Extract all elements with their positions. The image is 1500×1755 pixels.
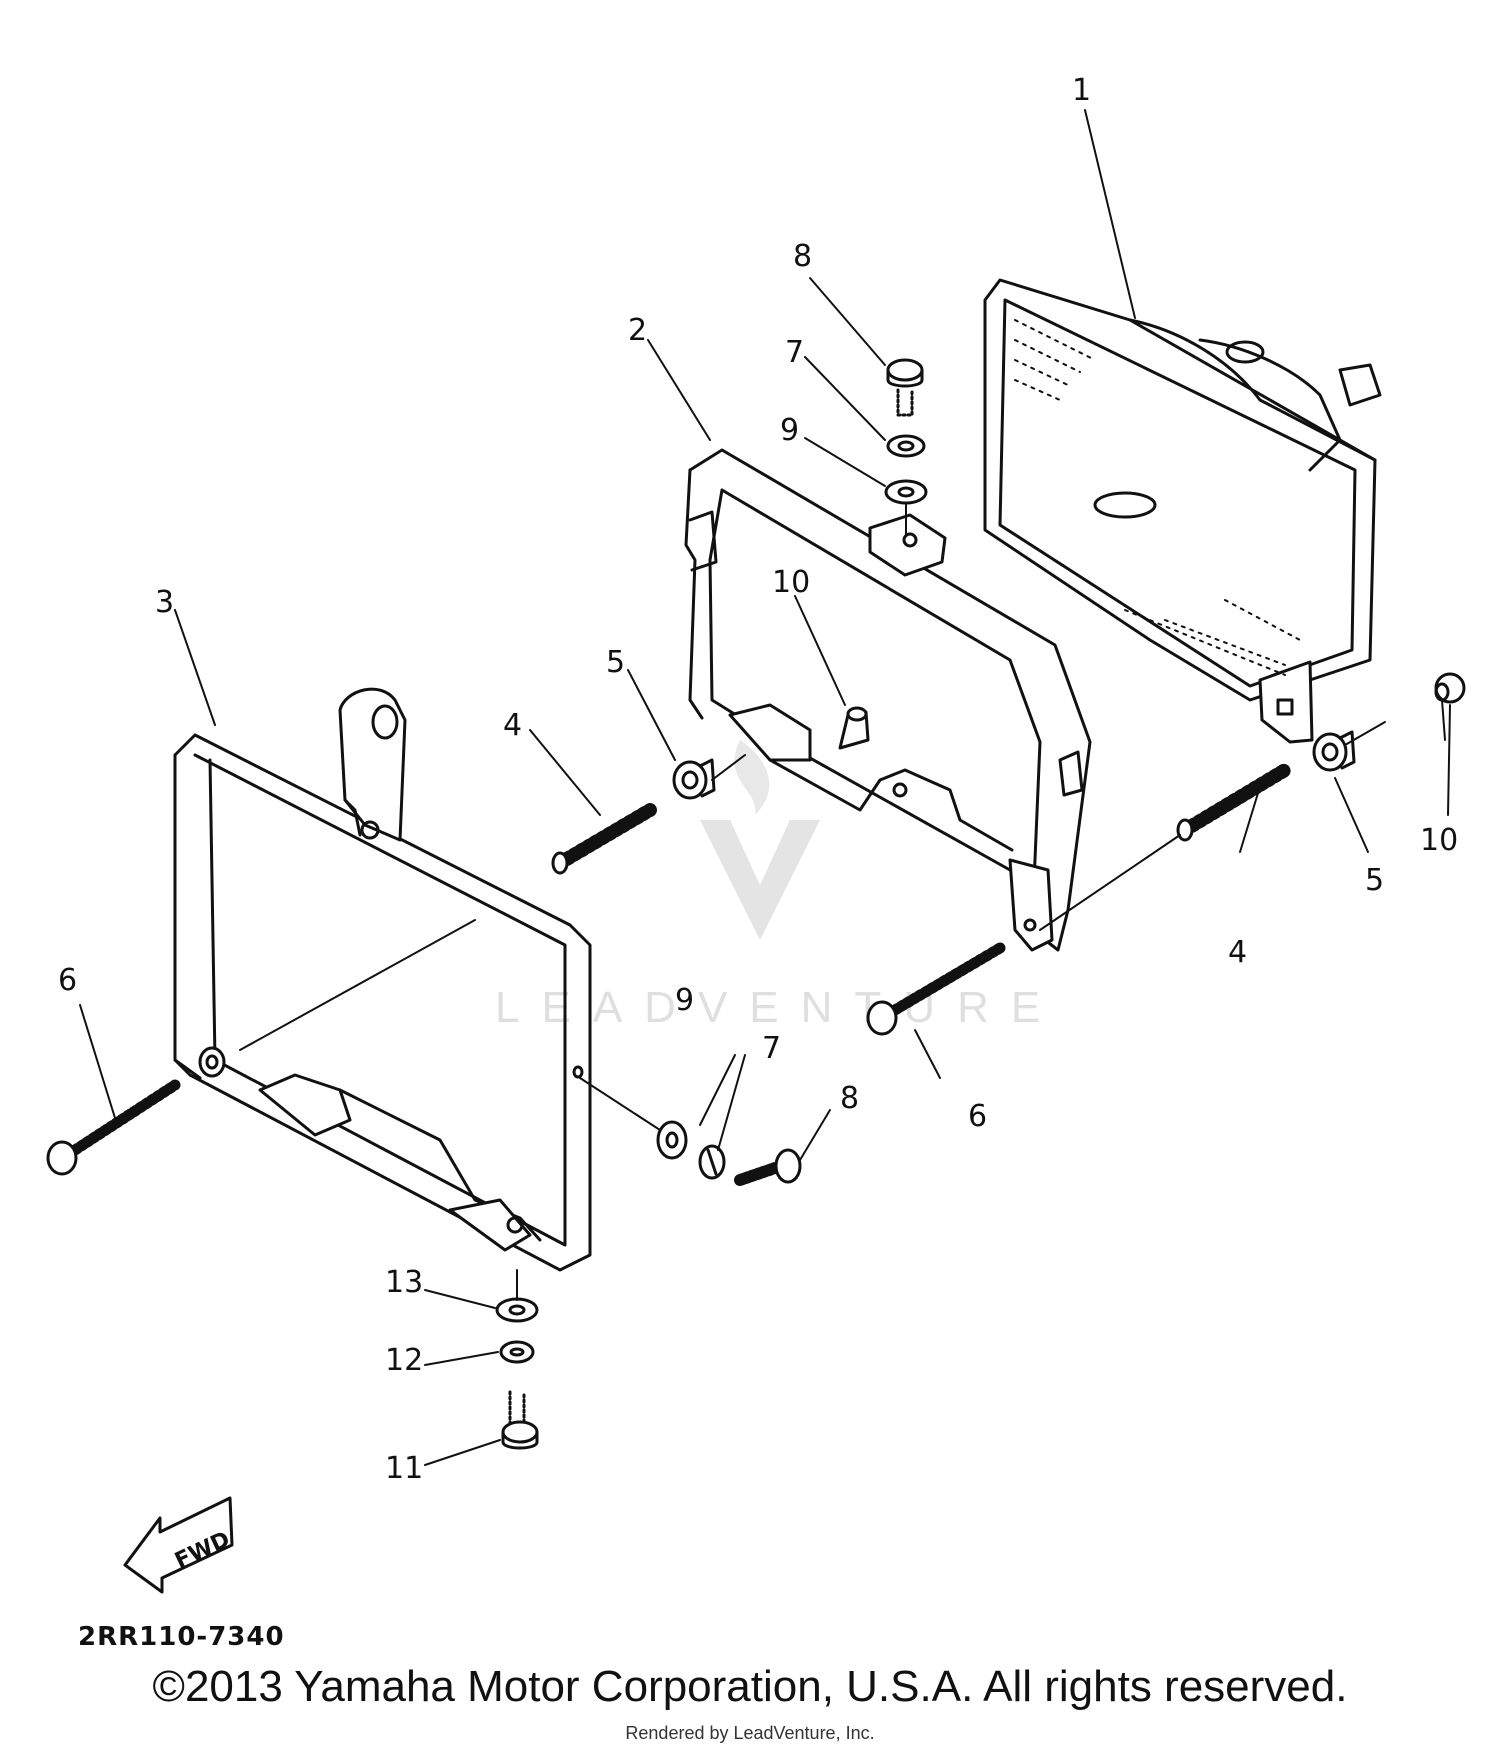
adjusting-spring-left [551, 803, 657, 875]
side-lock-washer [698, 1144, 726, 1180]
adjusting-nut-right [1312, 730, 1356, 772]
side-bolt [734, 1148, 802, 1186]
adjusting-screw-right [866, 942, 1006, 1036]
callout-1: 1 [1072, 73, 1091, 108]
callout-7-upper: 7 [785, 335, 804, 370]
copyright-notice: ©2013 Yamaha Motor Corporation, U.S.A. A… [152, 1662, 1348, 1711]
callout-4-right: 4 [1228, 935, 1247, 970]
callout-2: 2 [628, 313, 647, 348]
callout-10-right: 10 [1420, 823, 1458, 858]
callout-9-upper: 9 [780, 413, 799, 448]
watermark: LEADVENTURE [495, 740, 1062, 1032]
bottom-lock-washer [499, 1340, 535, 1364]
watermark-text: LEADVENTURE [495, 983, 1062, 1032]
rendered-by-credit: Rendered by LeadVenture, Inc. [625, 1723, 875, 1743]
callout-8-upper: 8 [793, 239, 812, 274]
adjusting-screw-left [46, 1079, 181, 1176]
headlight-unit [983, 278, 1382, 744]
side-washer [656, 1120, 688, 1160]
callout-11: 11 [385, 1451, 423, 1486]
leader-lines [79, 109, 1451, 1466]
callout-9-side: 9 [675, 983, 694, 1018]
upper-washer [884, 479, 928, 505]
upper-bolt [886, 358, 924, 417]
callout-4-left: 4 [503, 708, 522, 743]
callout-8-side: 8 [840, 1081, 859, 1116]
callout-6-left: 6 [58, 963, 77, 998]
callout-13: 13 [385, 1265, 423, 1300]
bottom-washer [495, 1297, 539, 1323]
callout-numbers: 1 2 3 4 4 5 5 6 6 7 7 8 8 9 9 10 10 11 1… [58, 73, 1458, 1486]
upper-lock-washer [886, 434, 926, 458]
callout-12: 12 [385, 1343, 423, 1378]
grommet-upper [838, 706, 870, 750]
bottom-bolt [501, 1390, 539, 1450]
callout-7-side: 7 [762, 1031, 781, 1066]
grommet-right [1434, 672, 1466, 704]
callout-5-left: 5 [606, 645, 625, 680]
callout-5-right: 5 [1365, 863, 1384, 898]
assembly-lines [239, 699, 1446, 1131]
catalog-code: 2RR110-7340 [78, 1622, 285, 1652]
outer-headlight-frame [173, 687, 592, 1272]
callout-3: 3 [155, 585, 174, 620]
forward-direction-arrow: FWD [123, 1496, 234, 1594]
adjusting-nut-left [672, 758, 716, 800]
callout-6-right: 6 [968, 1099, 987, 1134]
inner-headlight-frame [684, 448, 1092, 952]
callout-10-upper: 10 [772, 565, 810, 600]
adjusting-spring-right [1176, 763, 1292, 842]
